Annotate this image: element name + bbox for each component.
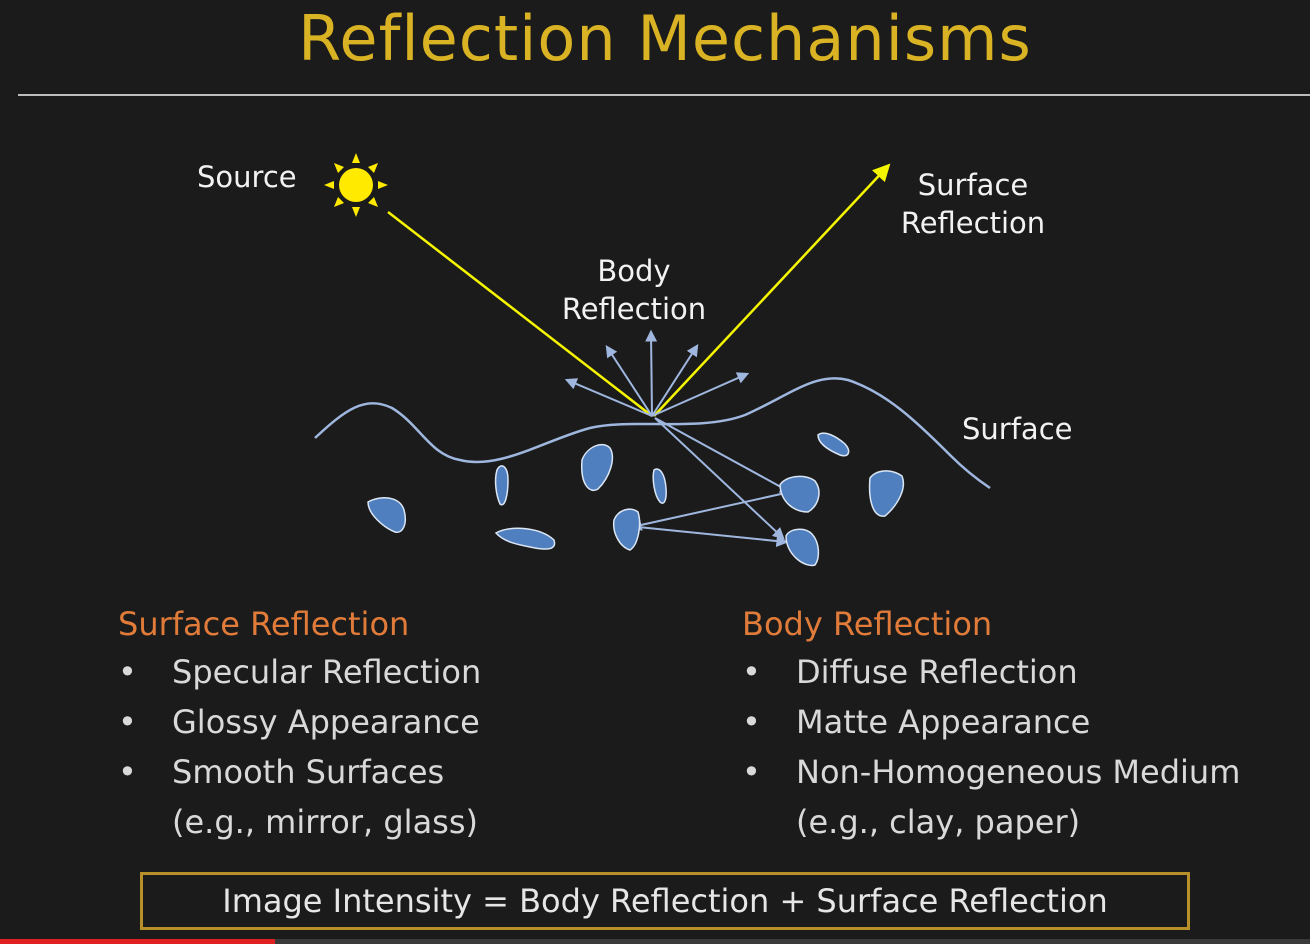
list-item: • Matte Appearance: [742, 697, 1240, 747]
list-item-text: Non-Homogeneous Medium: [796, 753, 1241, 791]
body-reflection-column: Body Reflection • Diffuse Reflection • Mat…: [742, 601, 1240, 847]
list-item-text: Glossy Appearance: [172, 703, 480, 741]
sun-icon: [324, 153, 388, 217]
list-item: • Smooth Surfaces: [118, 747, 481, 797]
bullet-icon: •: [118, 703, 137, 741]
list-item-text: Smooth Surfaces: [172, 753, 445, 791]
surface-reflection-column: Surface Reflection •Specular Reflection …: [118, 601, 481, 847]
bullet-icon: •: [742, 703, 761, 741]
bullet-icon: •: [118, 653, 137, 691]
video-progress-fill: [0, 939, 276, 944]
body-reflection-arrows: [564, 329, 750, 417]
surface-reflection-heading: Surface Reflection: [118, 605, 410, 643]
list-item: • Diffuse Reflection: [742, 647, 1240, 697]
surface-reflection-ray: [653, 163, 891, 417]
video-progress-bar[interactable]: [0, 939, 1310, 944]
list-item-text: Specular Reflection: [172, 653, 482, 691]
surface-reflection-list: •Specular Reflection •Glossy Appearance …: [118, 647, 481, 797]
subsurface-scatter-arrows: [629, 417, 793, 548]
surface-reflection-label: Surface Reflection: [892, 166, 1054, 242]
body-reflection-label: Body Reflection: [555, 252, 713, 328]
source-label: Source: [197, 160, 297, 194]
formula-box: Image Intensity = Body Reflection + Surf…: [140, 872, 1190, 930]
reflection-diagram: [314, 153, 991, 567]
bullet-icon: •: [742, 653, 761, 691]
list-item-text: Matte Appearance: [796, 703, 1091, 741]
surface-reflection-example: (e.g., mirror, glass): [172, 803, 478, 841]
body-reflection-label-line2: Reflection: [561, 292, 707, 326]
surface-curve: [314, 377, 991, 490]
incident-ray: [387, 211, 653, 417]
list-item: • Glossy Appearance: [118, 697, 481, 747]
body-reflection-heading: Body Reflection: [742, 605, 993, 643]
particles: [367, 432, 905, 567]
bullet-icon: •: [118, 753, 137, 791]
title-divider: [18, 94, 1310, 96]
body-reflection-example: (e.g., clay, paper): [796, 803, 1081, 841]
body-reflection-label-line1: Body: [597, 254, 671, 288]
slide-title: Reflection Mechanisms: [298, 2, 1032, 75]
surface-label: Surface: [962, 412, 1073, 446]
list-item: • Non-Homogeneous Medium: [742, 747, 1240, 797]
bullet-icon: •: [742, 753, 761, 791]
list-item: • Specular Reflection: [118, 647, 481, 697]
body-reflection-list: • Diffuse Reflection • Matte Appearance • N…: [742, 647, 1240, 797]
surface-reflection-label-line2: Reflection: [900, 206, 1046, 240]
surface-reflection-label-line1: Surface: [917, 168, 1029, 202]
list-item-text: Diffuse Reflection: [796, 653, 1078, 691]
